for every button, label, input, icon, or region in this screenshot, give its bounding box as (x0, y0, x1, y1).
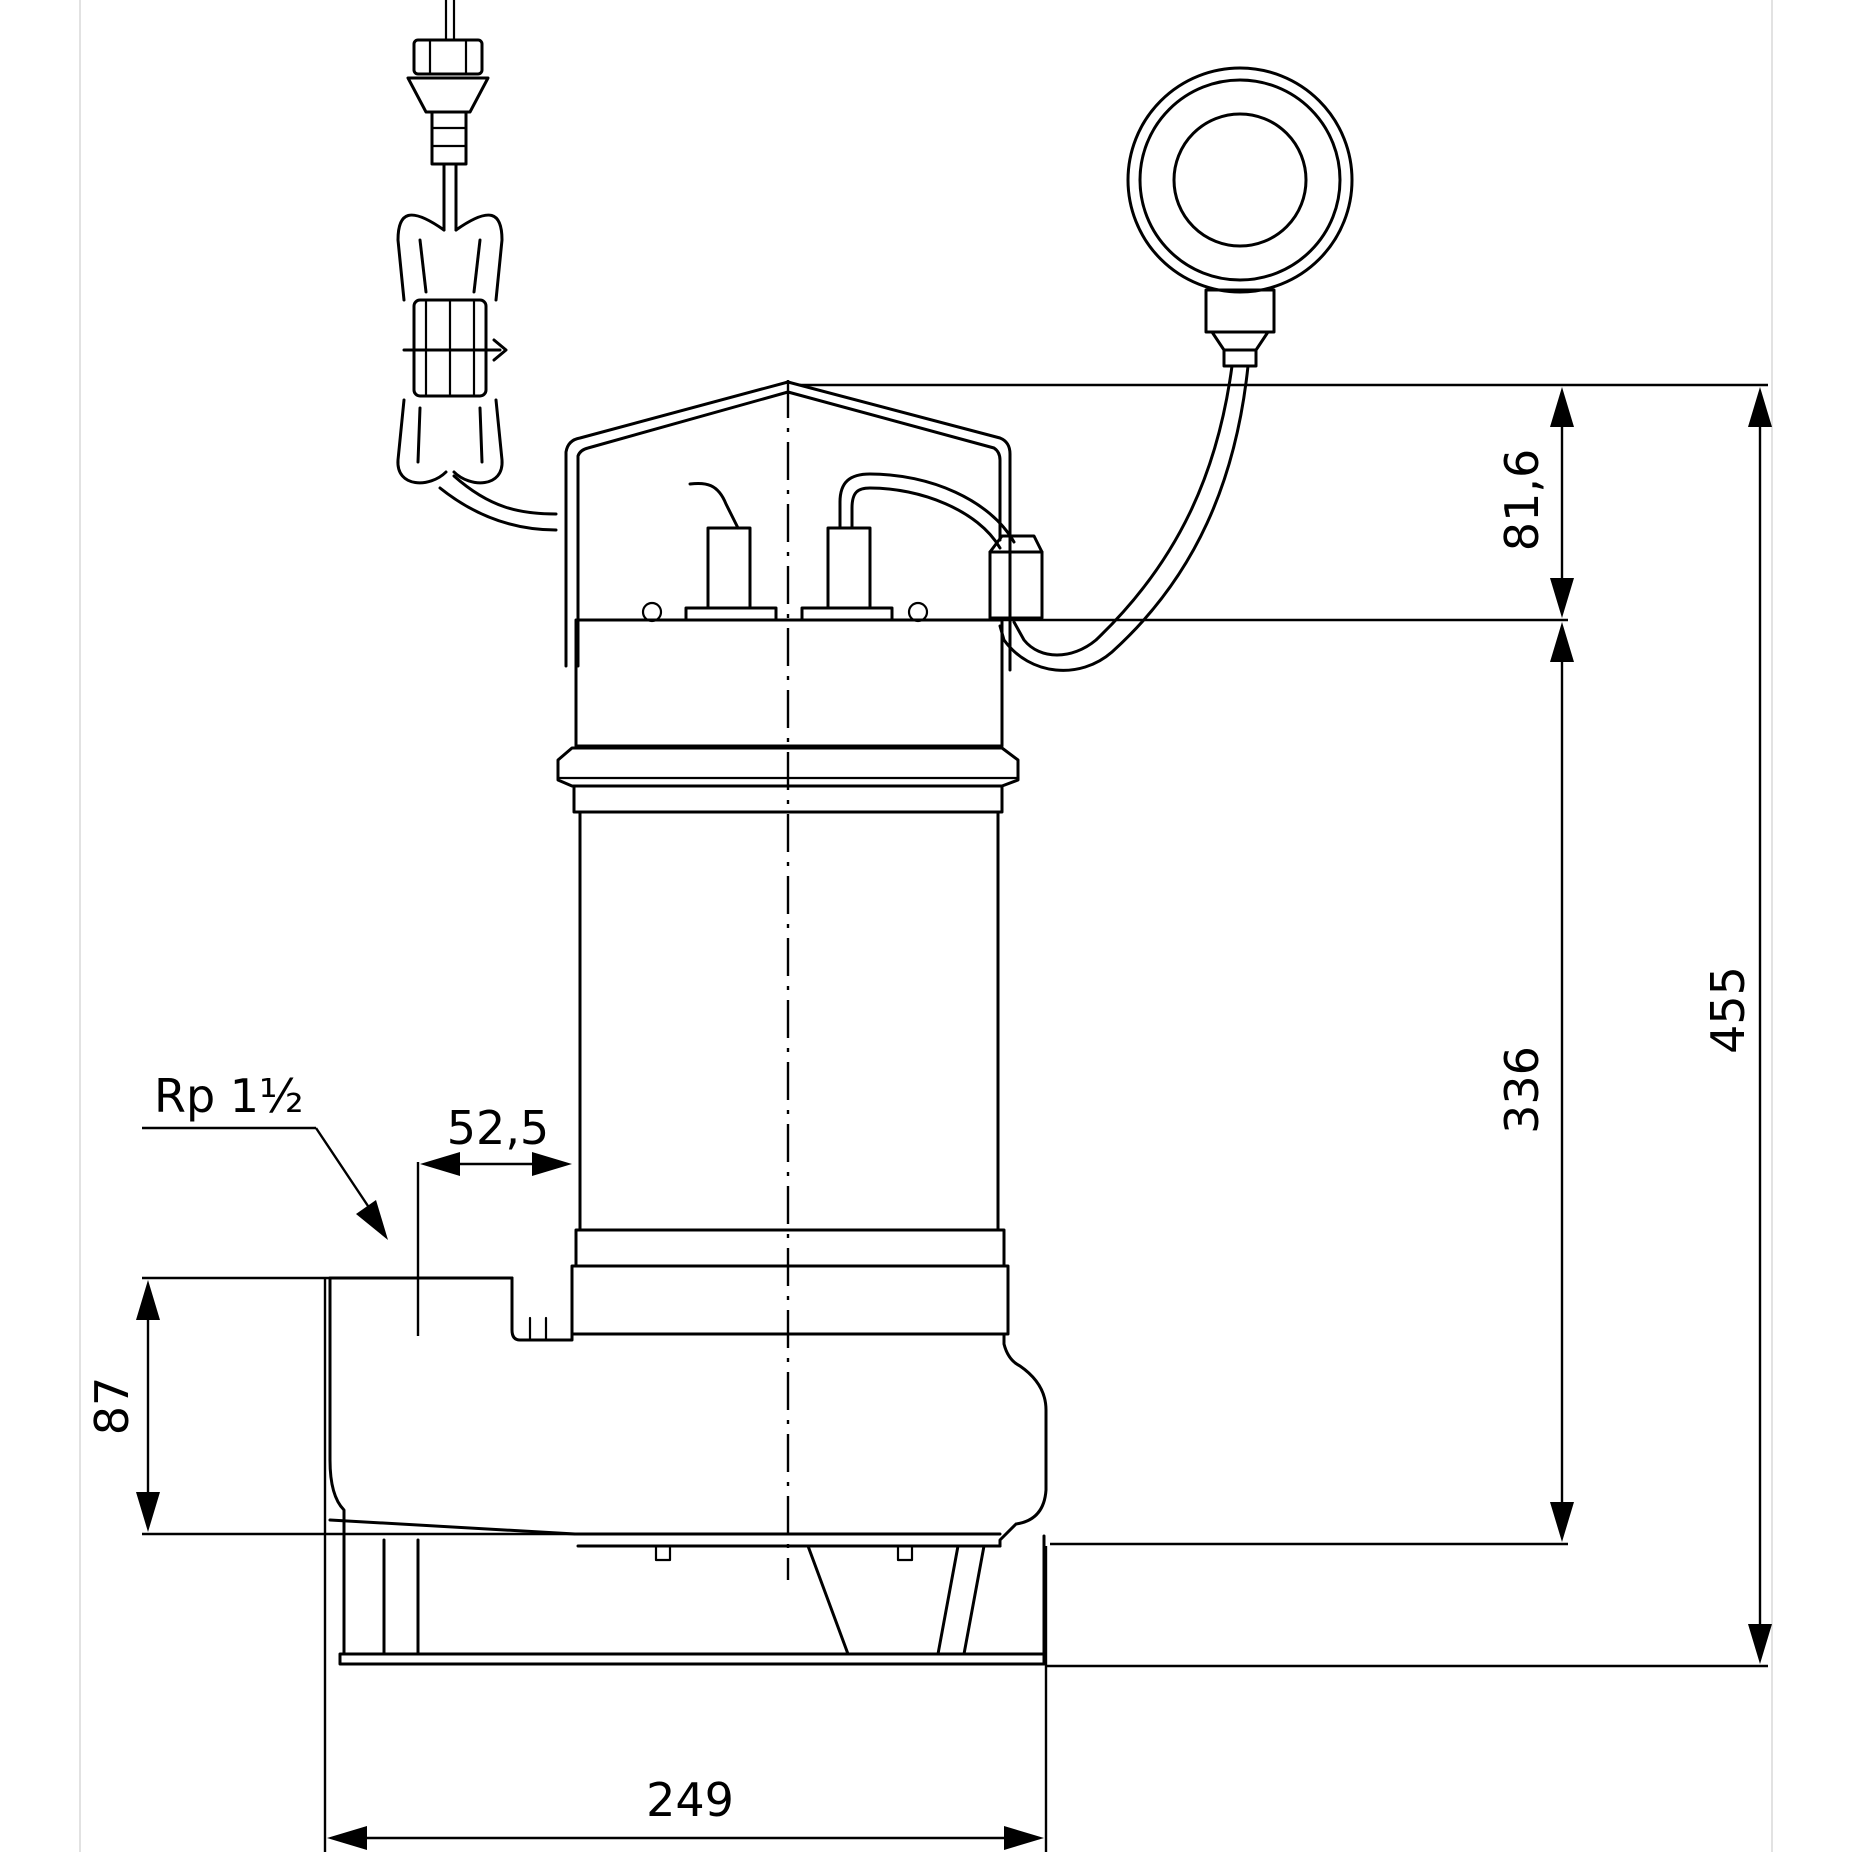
dimension-base-width: 249 (323, 1278, 1048, 1852)
dimension-motor-height: 336 (1495, 622, 1574, 1542)
dimension-outlet-height: 87 (85, 1276, 575, 1536)
label-249: 249 (646, 1773, 734, 1827)
label-81-6: 81,6 (1495, 449, 1549, 551)
plug-icon (406, 0, 490, 232)
cable-coil-icon (396, 213, 558, 532)
dimension-outlet-offset: 52,5 (416, 1101, 572, 1336)
label-rp-thread: Rp 1½ (154, 1069, 304, 1123)
outlet-thread-callout: Rp 1½ (142, 1069, 388, 1240)
label-87: 87 (85, 1377, 139, 1436)
dimension-top-height: 81,6 (1495, 387, 1574, 618)
dimension-overall-height: 455 (1701, 387, 1772, 1664)
label-455: 455 (1701, 966, 1755, 1054)
label-336: 336 (1495, 1046, 1549, 1134)
pump-body (328, 380, 1048, 1666)
label-52-5: 52,5 (447, 1101, 549, 1155)
float-switch-icon (998, 66, 1354, 672)
